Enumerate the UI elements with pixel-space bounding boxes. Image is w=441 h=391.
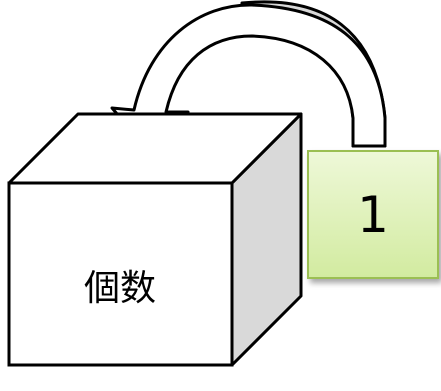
value-card-background (307, 150, 439, 279)
value-card-label: 1 (357, 186, 389, 244)
box-label: 個数 (84, 268, 156, 309)
value-card: 1 (307, 150, 439, 279)
box-front-face (7, 181, 234, 367)
